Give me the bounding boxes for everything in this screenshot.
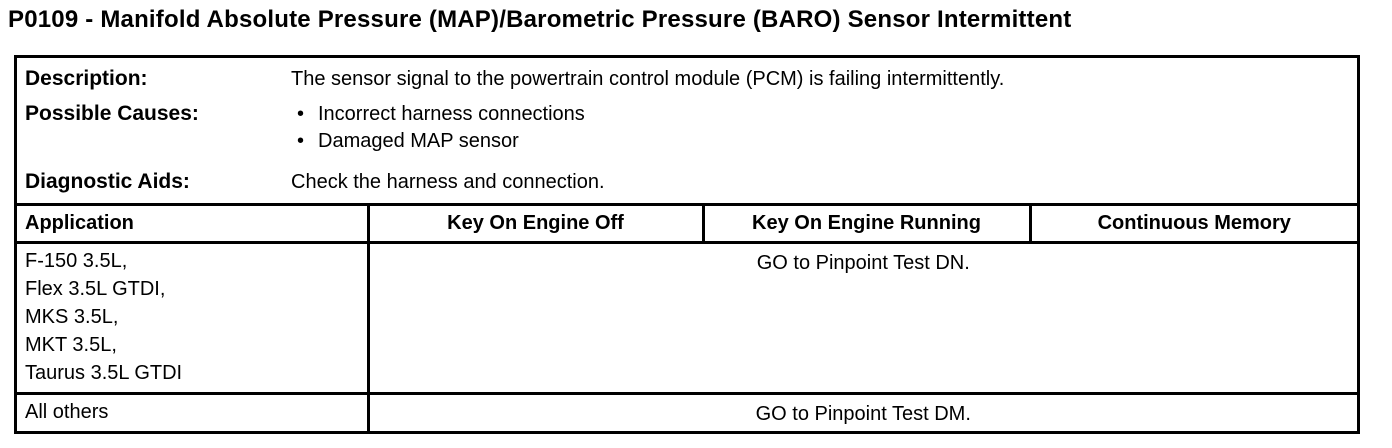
info-row-possible-causes: Possible Causes: Incorrect harness conne… (17, 92, 1357, 155)
description-value: The sensor signal to the powertrain cont… (291, 68, 1005, 90)
info-row-description: Description: The sensor signal to the po… (17, 58, 1357, 92)
info-row-diagnostic-aids: Diagnostic Aids: Check the harness and c… (17, 155, 1357, 195)
column-header-application: Application (17, 206, 368, 244)
application-all-others-cell: All others (17, 393, 370, 431)
description-label: Description: (25, 67, 148, 90)
possible-causes-list: Incorrect harness connections Damaged MA… (291, 101, 1345, 155)
pinpoint-test-dn-cell: GO to Pinpoint Test DN. (368, 242, 1357, 395)
possible-cause-item: Damaged MAP sensor (291, 128, 1345, 155)
possible-causes-label: Possible Causes: (25, 102, 199, 125)
page-title: P0109 - Manifold Absolute Pressure (MAP)… (8, 6, 1072, 33)
possible-cause-item: Incorrect harness connections (291, 101, 1345, 128)
column-header-key-on-engine-running: Key On Engine Running (701, 206, 1030, 244)
application-table-header-row: Application Key On Engine Off Key On Eng… (17, 206, 1357, 244)
diagnostic-aids-value: Check the harness and connection. (291, 171, 605, 193)
table-row: F-150 3.5L, Flex 3.5L GTDI, MKS 3.5L, MK… (17, 242, 1357, 395)
info-section: Description: The sensor signal to the po… (17, 58, 1357, 206)
column-header-continuous-memory: Continuous Memory (1028, 206, 1357, 244)
dtc-document-table: Description: The sensor signal to the po… (14, 55, 1360, 434)
diagnostic-aids-label: Diagnostic Aids: (25, 170, 190, 193)
possible-causes-value: Incorrect harness connections Damaged MA… (291, 101, 1357, 155)
column-header-key-on-engine-off: Key On Engine Off (366, 206, 703, 244)
application-models-cell: F-150 3.5L, Flex 3.5L GTDI, MKS 3.5L, MK… (17, 242, 370, 395)
application-table: Application Key On Engine Off Key On Eng… (17, 206, 1357, 431)
table-row: All others GO to Pinpoint Test DM. (17, 393, 1357, 431)
pinpoint-test-dm-cell: GO to Pinpoint Test DM. (755, 402, 971, 425)
